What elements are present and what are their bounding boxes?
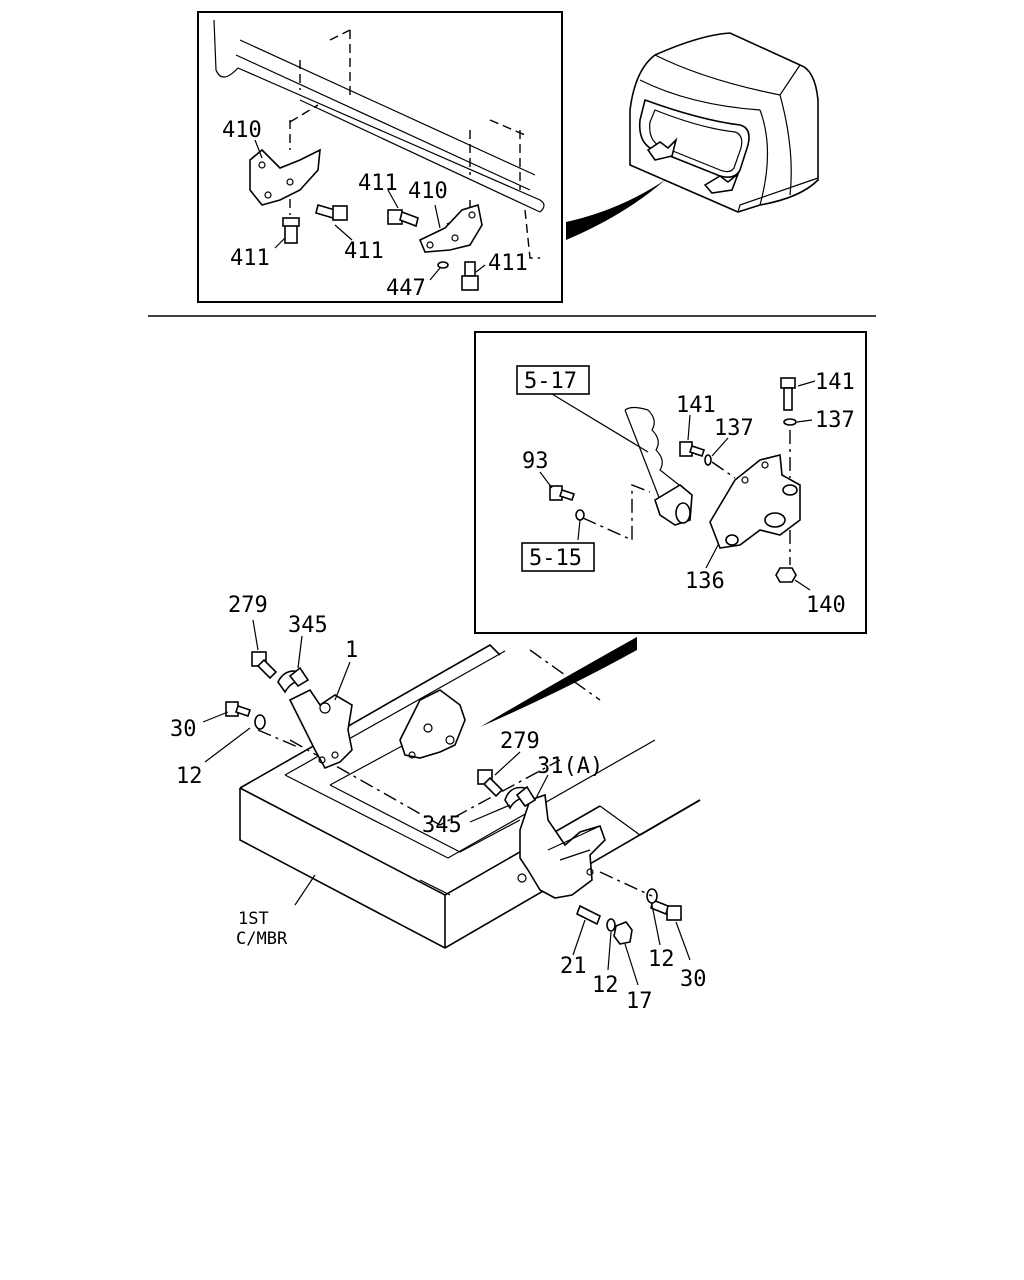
callout-31a: 31(A) [537, 754, 603, 779]
callout-137-top: 137 [815, 408, 855, 433]
top-detail-panel: 410 410 411 411 411 411 447 [197, 11, 563, 303]
callout-345-left: 345 [288, 613, 328, 638]
callout-410-right: 410 [408, 179, 448, 204]
crossmember-assembly: 279 345 1 30 12 279 31(A) 345 21 12 17 1… [170, 593, 707, 1014]
pointer-arrow-inset [480, 637, 637, 727]
callout-30-right: 30 [680, 967, 707, 992]
callout-1: 1 [345, 638, 358, 663]
callout-279-right: 279 [500, 729, 540, 754]
callout-21: 21 [560, 954, 587, 979]
bolt-30-left [225, 701, 252, 718]
callout-279-left: 279 [228, 593, 268, 618]
callout-137-side: 137 [714, 416, 754, 441]
callout-93: 93 [522, 449, 549, 474]
bolt-411-c [387, 209, 419, 228]
callout-136: 136 [685, 569, 725, 594]
bolt-279-left [251, 651, 278, 680]
callout-410-left: 410 [222, 118, 262, 143]
callout-140: 140 [806, 593, 846, 618]
bolt-411-d [461, 261, 479, 291]
bolt-30-right [650, 898, 682, 921]
nut-17 [613, 921, 633, 945]
inset-detail-panel: 5-17 5-15 [474, 331, 867, 634]
callout-411-center: 411 [344, 239, 384, 264]
callout-141-top: 141 [815, 370, 855, 395]
bolt-93 [549, 485, 576, 502]
bolt-411-b [315, 203, 348, 221]
callout-12-right: 12 [648, 947, 675, 972]
callout-12-lower: 12 [592, 973, 619, 998]
bolt-141-side [679, 441, 706, 458]
bolt-279-right [477, 769, 504, 798]
nut-140 [775, 567, 797, 583]
callout-12-left: 12 [176, 764, 203, 789]
member-label-line2: C/MBR [236, 929, 288, 949]
callout-411-left: 411 [230, 246, 270, 271]
callout-411-right: 411 [488, 251, 528, 276]
callout-345-right: 345 [422, 813, 462, 838]
cab-illustration [629, 32, 819, 213]
ref-box-5-17: 5-17 [524, 369, 577, 394]
pointer-arrow-top [566, 180, 665, 240]
member-label-line1: 1ST [238, 909, 269, 929]
ref-box-5-15: 5-15 [529, 546, 582, 571]
bolt-411-a [282, 217, 300, 244]
stud-21 [575, 904, 602, 926]
callout-447: 447 [386, 276, 426, 301]
callout-141-side: 141 [676, 393, 716, 418]
callout-17: 17 [626, 989, 653, 1014]
callout-411-top: 411 [358, 171, 398, 196]
bolt-141-top [780, 377, 796, 411]
callout-30-left: 30 [170, 717, 197, 742]
